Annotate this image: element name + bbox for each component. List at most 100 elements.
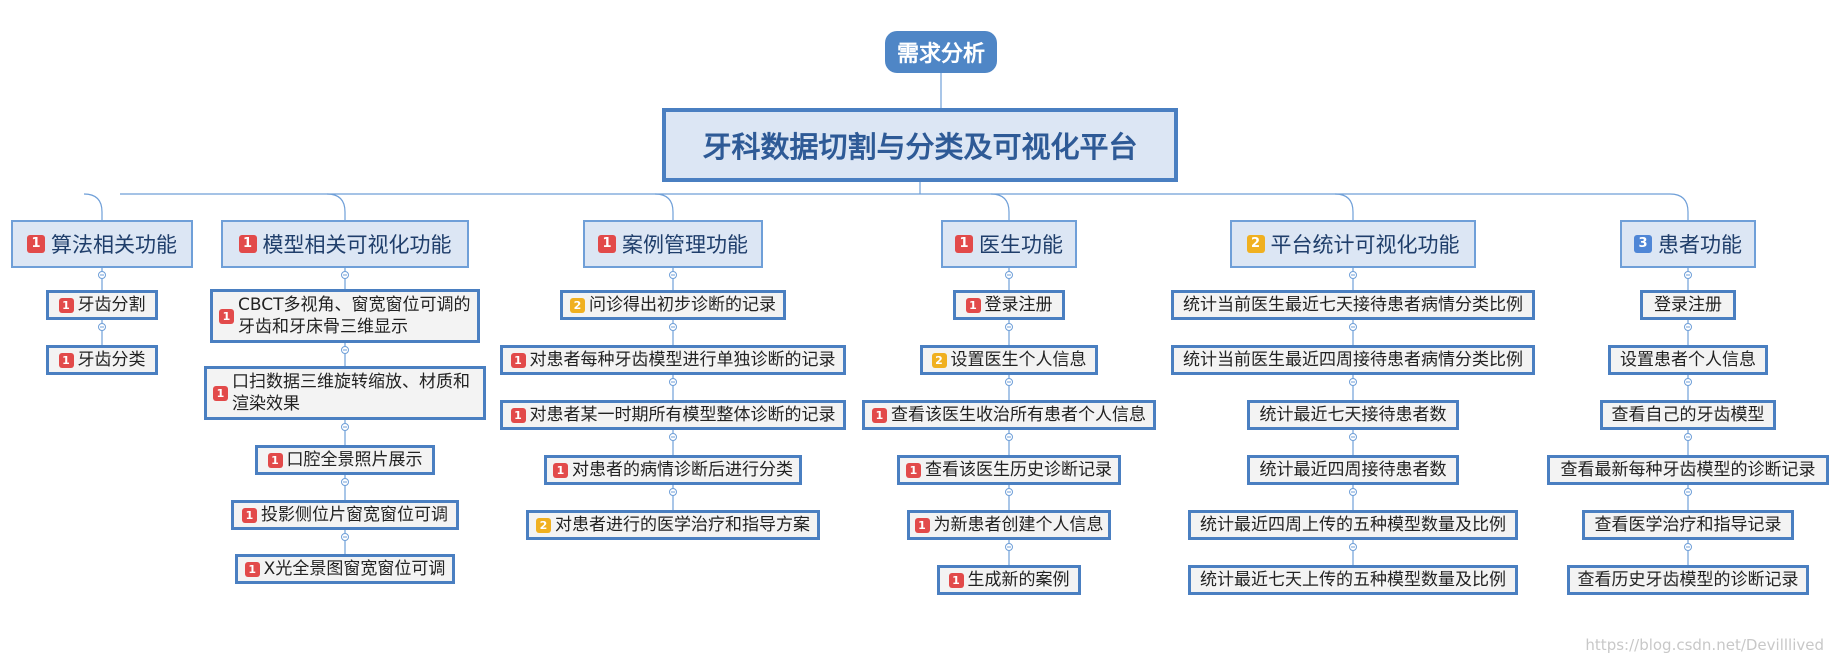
connector-line [326,193,346,220]
item-label: 对患者的病情诊断后进行分类 [572,460,793,480]
priority-badge-icon: 1 [872,407,887,423]
connector-line [83,193,103,220]
priority-badge-icon: 2 [931,352,947,368]
item-label: 口扫数据三维旋转缩放、材质和渲染效果 [232,372,470,414]
item-label: 生成新的案例 [967,570,1070,590]
item-label: 设置医生个人信息 [950,350,1087,370]
priority-badge-icon: 1 [213,385,228,401]
watermark: https://blog.csdn.net/Devilllived [1585,636,1824,654]
item-label: 统计最近四周上传的五种模型数量及比例 [1200,515,1506,535]
item-label: 牙齿分割 [77,295,146,315]
branch-3[interactable]: 1 案例管理功能 [583,220,763,268]
item-label: 统计当前医生最近四周接待患者病情分类比例 [1183,350,1523,370]
branch-priority-badge-icon: 1 [238,235,257,253]
branch-6[interactable]: 3 患者功能 [1620,220,1756,268]
priority-badge-icon: 1 [510,352,526,368]
item-label: 设置患者个人信息 [1620,350,1756,370]
priority-badge-icon: 1 [553,462,568,478]
branch-6-item[interactable]: 查看医学治疗和指导记录 [1582,510,1794,540]
connector-line [654,193,674,220]
item-label: 查看最新每种牙齿模型的诊断记录 [1560,460,1816,480]
item-label: 对患者某一时期所有模型整体诊断的记录 [529,405,836,425]
item-label: 统计当前医生最近七天接待患者病情分类比例 [1183,295,1523,315]
branch-label: 案例管理功能 [622,233,748,257]
branch-5-item[interactable]: 统计最近七天接待患者数 [1247,400,1459,430]
item-label: 查看历史牙齿模型的诊断记录 [1577,570,1799,590]
priority-badge-icon: 1 [948,572,964,588]
priority-badge-icon: 1 [58,352,74,368]
branch-6-item[interactable]: 查看历史牙齿模型的诊断记录 [1567,565,1809,595]
priority-badge-icon: 2 [536,517,551,533]
item-label: 统计最近四周接待患者数 [1259,460,1447,480]
item-label: 登录注册 [1654,295,1722,315]
item-label: 查看自己的牙齿模型 [1611,405,1765,425]
branch-6-item[interactable]: 查看自己的牙齿模型 [1600,400,1776,430]
analysis-pill[interactable]: 需求分析 [885,31,997,73]
item-label: 登录注册 [984,295,1053,315]
priority-badge-icon: 1 [914,517,930,533]
item-label: 统计最近七天上传的五种模型数量及比例 [1200,570,1506,590]
item-label: 口腔全景照片展示 [286,450,423,470]
branch-priority-badge-icon: 1 [27,235,45,253]
branch-6-item[interactable]: 查看最新每种牙齿模型的诊断记录 [1547,455,1829,485]
priority-badge-icon: 1 [242,507,257,523]
priority-badge-icon: 1 [58,297,74,313]
priority-badge-icon: 1 [219,308,234,324]
item-label: 牙齿分类 [77,350,146,370]
branch-label: 平台统计可视化功能 [1270,233,1460,257]
branch-priority-badge-icon: 3 [1634,235,1652,253]
connector-line [990,193,1010,220]
branch-5-item[interactable]: 统计当前医生最近七天接待患者病情分类比例 [1171,290,1535,320]
item-label: CBCT多视角、窗宽窗位可调的牙齿和牙床骨三维显示 [238,295,471,337]
branch-6-item[interactable]: 登录注册 [1640,290,1736,320]
priority-badge-icon: 1 [267,452,283,468]
item-label: 对患者进行的医学治疗和指导方案 [555,515,810,535]
branch-5-item[interactable]: 统计最近七天上传的五种模型数量及比例 [1188,565,1518,595]
branch-1[interactable]: 1 算法相关功能 [11,220,193,268]
branch-label: 算法相关功能 [51,233,177,257]
priority-badge-icon: 1 [965,297,981,313]
item-label: 为新患者创建个人信息 [933,515,1104,535]
priority-badge-icon: 1 [510,407,526,423]
branch-5-item[interactable]: 统计最近四周上传的五种模型数量及比例 [1188,510,1518,540]
branch-priority-badge-icon: 1 [598,235,616,253]
priority-badge-icon: 2 [570,297,585,313]
item-label: 投影侧位片窗宽窗位可调 [261,505,448,525]
item-label: 查看该医生历史诊断记录 [925,460,1112,480]
branch-2[interactable]: 1 模型相关可视化功能 [221,220,469,268]
item-label: 统计最近七天接待患者数 [1259,405,1447,425]
branch-label: 模型相关可视化功能 [262,233,452,257]
branch-5-item[interactable]: 统计当前医生最近四周接待患者病情分类比例 [1171,345,1535,375]
branch-5-item[interactable]: 统计最近四周接待患者数 [1247,455,1459,485]
priority-badge-icon: 1 [906,462,921,478]
branch-label: 患者功能 [1658,233,1742,257]
branch-priority-badge-icon: 1 [955,235,973,253]
item-label: X光全景图窗宽窗位可调 [263,559,446,579]
item-label: 查看医学治疗和指导记录 [1594,515,1782,535]
root-topic[interactable]: 牙科数据切割与分类及可视化平台 [662,108,1178,182]
connector-line [1669,193,1689,220]
branch-6-item[interactable]: 设置患者个人信息 [1608,345,1768,375]
connector-line [1334,193,1354,220]
